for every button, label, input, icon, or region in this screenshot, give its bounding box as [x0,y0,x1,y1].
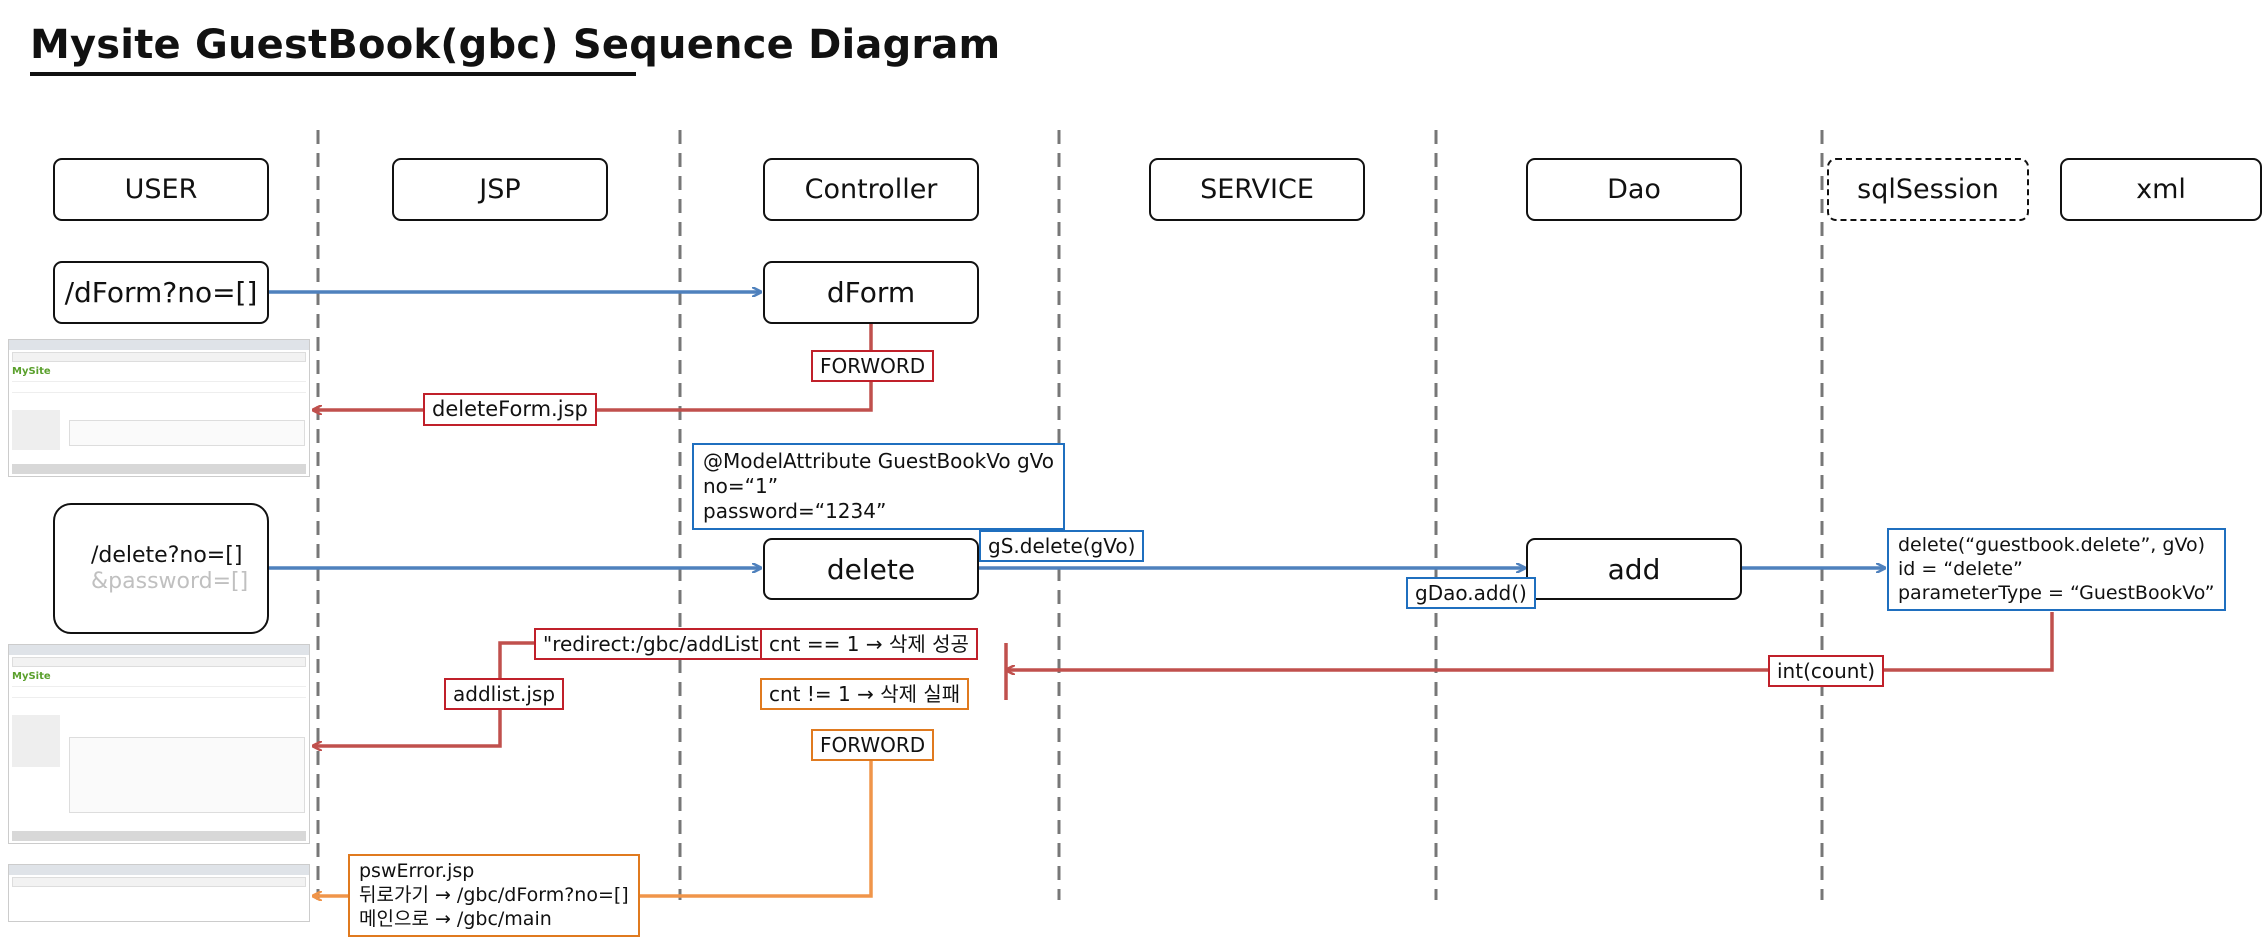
deleteform-page-thumbnail: MySite [8,339,310,477]
gdao-add-label: gDao.add() [1406,577,1536,609]
lane-header-dao: Dao [1526,158,1742,221]
lane-header-xml: xml [2060,158,2262,221]
lane-header-jsp: JSP [392,158,608,221]
site-logo: MySite [12,366,51,377]
pswerror-page-thumbnail [8,864,310,922]
lane-header-user: USER [53,158,269,221]
cnt-success-label: cnt == 1 → 삭제 성공 [760,628,978,660]
page-title: Mysite GuestBook(gbc) Sequence Diagram [30,22,1001,68]
count-return-arrow [1006,612,2054,670]
gs-delete-label: gS.delete(gVo) [979,530,1145,562]
lane-header-service: SERVICE [1149,158,1365,221]
lane-separators [316,130,1824,900]
delete-request-password: &password=[] [91,569,249,594]
int-count-label: int(count) [1768,655,1885,687]
psw-error-label: pswError.jsp 뒤로가기 → /gbc/dForm?no=[] 메인으… [348,854,640,938]
dao-add-node: add [1526,538,1742,600]
model-attribute-label: @ModelAttribute GuestBookVo gVo no=“1” p… [692,443,1066,530]
lane-header-controller: Controller [763,158,979,221]
redirect-label: "redirect:/gbc/addList" [534,628,777,660]
dform-request-node: /dForm?no=[] [53,261,269,324]
delete-request-node: /delete?no=[] &password=[] [53,503,269,634]
delete-request-path: /delete?no=[] [91,543,243,568]
cnt-fail-label: cnt != 1 → 삭제 실패 [760,678,970,710]
xml-mapping-label: delete(“guestbook.delete”, gVo) id = “de… [1887,528,2226,612]
addlist-jsp-label: addlist.jsp [444,678,565,710]
deleteform-jsp-label: deleteForm.jsp [423,393,597,427]
delete-method-node: delete [763,538,979,600]
title-underline [30,72,636,76]
lane-header-sqlsession: sqlSession [1827,158,2029,221]
site-logo: MySite [12,671,51,682]
forward-label-1: FORWORD [811,350,935,382]
addlist-page-thumbnail: MySite [8,644,310,844]
forward-label-2: FORWORD [811,729,935,761]
dform-method-node: dForm [763,261,979,324]
